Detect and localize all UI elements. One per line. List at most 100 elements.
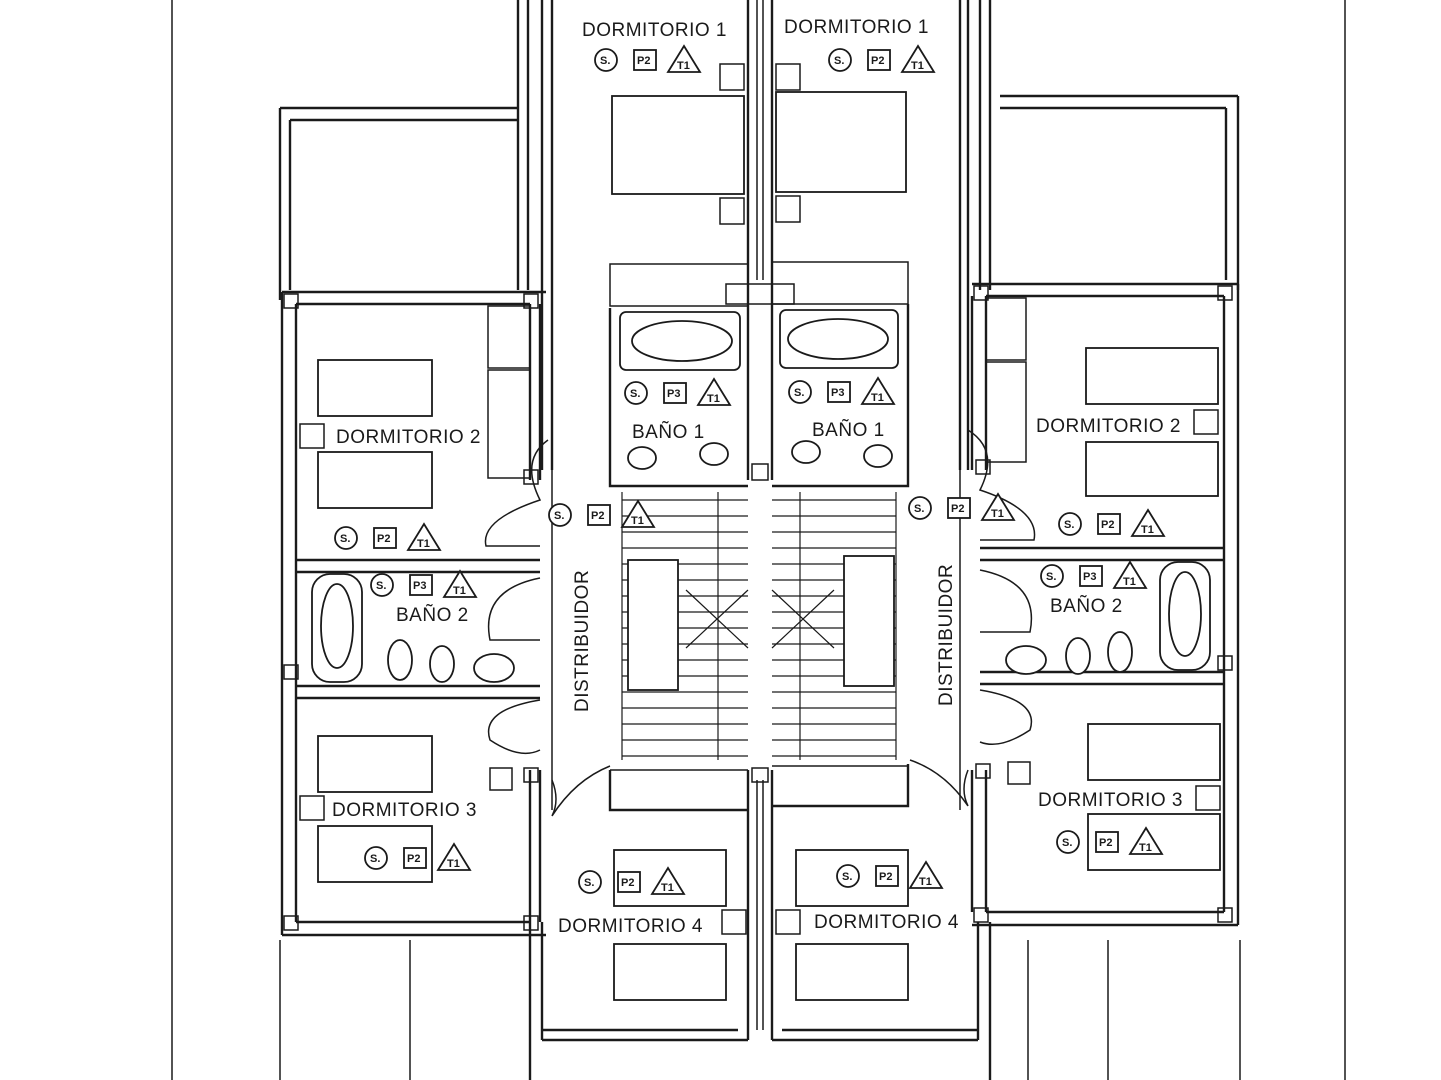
circle-symbol-text: S. [842, 871, 852, 883]
box-symbol-icon [827, 381, 851, 403]
warning-triangle-icon [620, 499, 656, 528]
box-symbol-icon [947, 497, 971, 519]
box-symbol-text: P2 [1099, 837, 1112, 849]
triangle-symbol-text: T1 [631, 515, 644, 527]
box-symbol-icon [409, 574, 433, 596]
box-symbol-text: P2 [621, 877, 634, 889]
circle-symbol-icon [624, 381, 648, 405]
triangle-symbol-text: T1 [661, 882, 674, 894]
triangle-symbol-text: T1 [919, 876, 932, 888]
central-tower [516, 0, 992, 480]
symbol-group: S. P2 T1 [334, 522, 442, 551]
bath-fixtures [311, 309, 1211, 683]
box-symbol-text: P3 [413, 580, 426, 592]
label-distribuidor-right: DISTRIBUIDOR [936, 564, 957, 706]
label-dormitorio-4-left: DORMITORIO 4 [558, 916, 703, 937]
warning-triangle-icon [908, 860, 944, 889]
circle-symbol-icon [828, 48, 852, 72]
label-dormitorio-2-left: DORMITORIO 2 [336, 427, 481, 448]
symbol-group: S. P3 T1 [1040, 560, 1148, 589]
box-symbol-text: P2 [871, 55, 884, 67]
label-bano-2-right: BAÑO 2 [1050, 595, 1123, 617]
circle-symbol-icon [364, 846, 388, 870]
warning-triangle-icon [860, 376, 896, 405]
label-dormitorio-1-left: DORMITORIO 1 [582, 20, 727, 41]
label-bano-2-left: BAÑO 2 [396, 604, 469, 626]
label-dormitorio-3-left: DORMITORIO 3 [332, 800, 477, 821]
label-bano-1-left: BAÑO 1 [632, 421, 705, 443]
box-symbol-text: P2 [879, 871, 892, 883]
box-symbol-text: P2 [591, 510, 604, 522]
triangle-symbol-text: T1 [991, 508, 1004, 520]
circle-symbol-icon [548, 503, 572, 527]
bed [611, 95, 745, 195]
triangle-symbol-text: T1 [707, 393, 720, 405]
triangle-symbol-text: T1 [911, 60, 924, 72]
triangle-symbol-text: T1 [871, 392, 884, 404]
box-symbol-icon [663, 382, 687, 404]
warning-triangle-icon [1128, 826, 1164, 855]
box-symbol-icon [403, 847, 427, 869]
circle-symbol-text: S. [914, 503, 924, 515]
circle-symbol-text: S. [584, 877, 594, 889]
warning-triangle-icon [900, 44, 936, 73]
beds [299, 63, 1221, 1001]
box-symbol-text: P3 [1083, 571, 1096, 583]
box-symbol-icon [617, 871, 641, 893]
box-symbol-text: P2 [407, 853, 420, 865]
box-symbol-text: P2 [1101, 519, 1114, 531]
box-symbol-icon [1095, 831, 1119, 853]
triangle-symbol-text: T1 [1141, 524, 1154, 536]
warning-triangle-icon [436, 842, 472, 871]
box-symbol-icon [633, 49, 657, 71]
label-distribuidor-left: DISTRIBUIDOR [572, 570, 593, 712]
warning-triangle-icon [696, 377, 732, 406]
circle-symbol-text: S. [794, 387, 804, 399]
lower-central [279, 463, 1241, 1080]
box-symbol-icon [1097, 513, 1121, 535]
label-dormitorio-4-right: DORMITORIO 4 [814, 912, 959, 933]
label-dormitorio-2-right: DORMITORIO 2 [1036, 416, 1181, 437]
wing-left [280, 290, 546, 937]
terrace-left [278, 106, 518, 300]
circle-symbol-text: S. [1062, 837, 1072, 849]
label-dormitorio-3-right: DORMITORIO 3 [1038, 790, 1183, 811]
box-symbol-icon [587, 504, 611, 526]
circle-symbol-icon [578, 870, 602, 894]
warning-triangle-icon [666, 44, 702, 73]
circle-symbol-text: S. [600, 55, 610, 67]
box-symbol-icon [867, 49, 891, 71]
circle-symbol-text: S. [340, 533, 350, 545]
triangle-symbol-text: T1 [417, 538, 430, 550]
circle-symbol-text: S. [370, 853, 380, 865]
room-labels: DORMITORIO 1 DORMITORIO 1 DORMITORIO 2 D… [332, 17, 1183, 937]
terrace-right [1000, 94, 1240, 290]
box-symbol-text: P2 [637, 55, 650, 67]
circle-symbol-icon [334, 526, 358, 550]
circle-symbol-icon [370, 573, 394, 597]
box-symbol-text: P2 [377, 533, 390, 545]
circle-symbol-icon [908, 496, 932, 520]
circle-symbol-icon [1058, 512, 1082, 536]
triangle-symbol-text: T1 [1123, 576, 1136, 588]
circle-symbol-text: S. [834, 55, 844, 67]
bed [775, 91, 907, 193]
warning-triangle-icon [1112, 560, 1148, 589]
warning-triangle-icon [1130, 508, 1166, 537]
circle-symbol-icon [1056, 830, 1080, 854]
stair-core [608, 261, 910, 812]
label-dormitorio-1-right: DORMITORIO 1 [784, 17, 929, 38]
box-symbol-icon [1079, 565, 1103, 587]
warning-triangle-icon [650, 866, 686, 895]
label-bano-1-right: BAÑO 1 [812, 419, 885, 441]
circle-symbol-icon [1040, 564, 1064, 588]
circle-symbol-text: S. [1046, 571, 1056, 583]
